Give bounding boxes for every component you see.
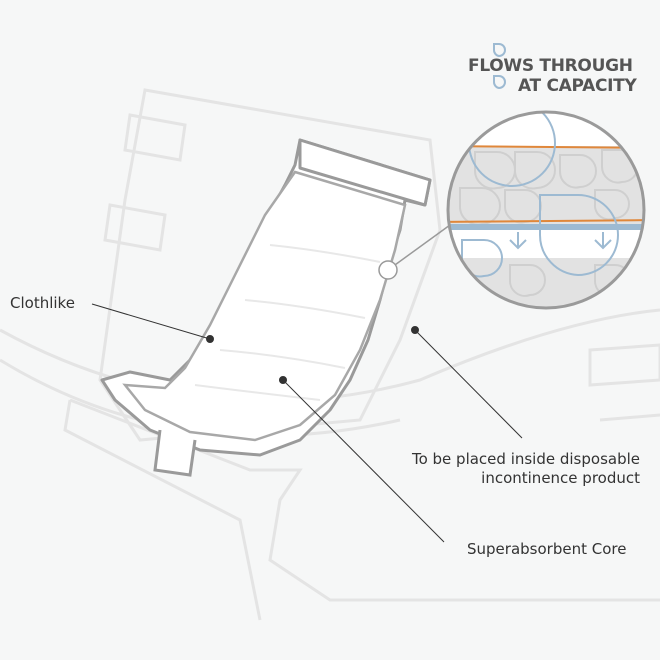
core-label: Superabsorbent Core [467, 540, 627, 558]
clothlike-label: Clothlike [10, 294, 75, 312]
logo: FLOWS THROUGH AT CAPACITY [468, 56, 637, 96]
callout-leaders [91, 303, 523, 543]
magnified-layers-view [378, 110, 646, 310]
placement-line-2: incontinence product [481, 469, 640, 487]
placement-label: To be placed inside disposable incontine… [412, 450, 640, 488]
logo-line-1: FLOWS THROUGH [468, 56, 633, 76]
logo-drops-icon [492, 43, 506, 90]
logo-line-2: AT CAPACITY [518, 76, 637, 96]
pad-illustration [100, 138, 432, 477]
placement-line-1: To be placed inside disposable [411, 450, 640, 468]
